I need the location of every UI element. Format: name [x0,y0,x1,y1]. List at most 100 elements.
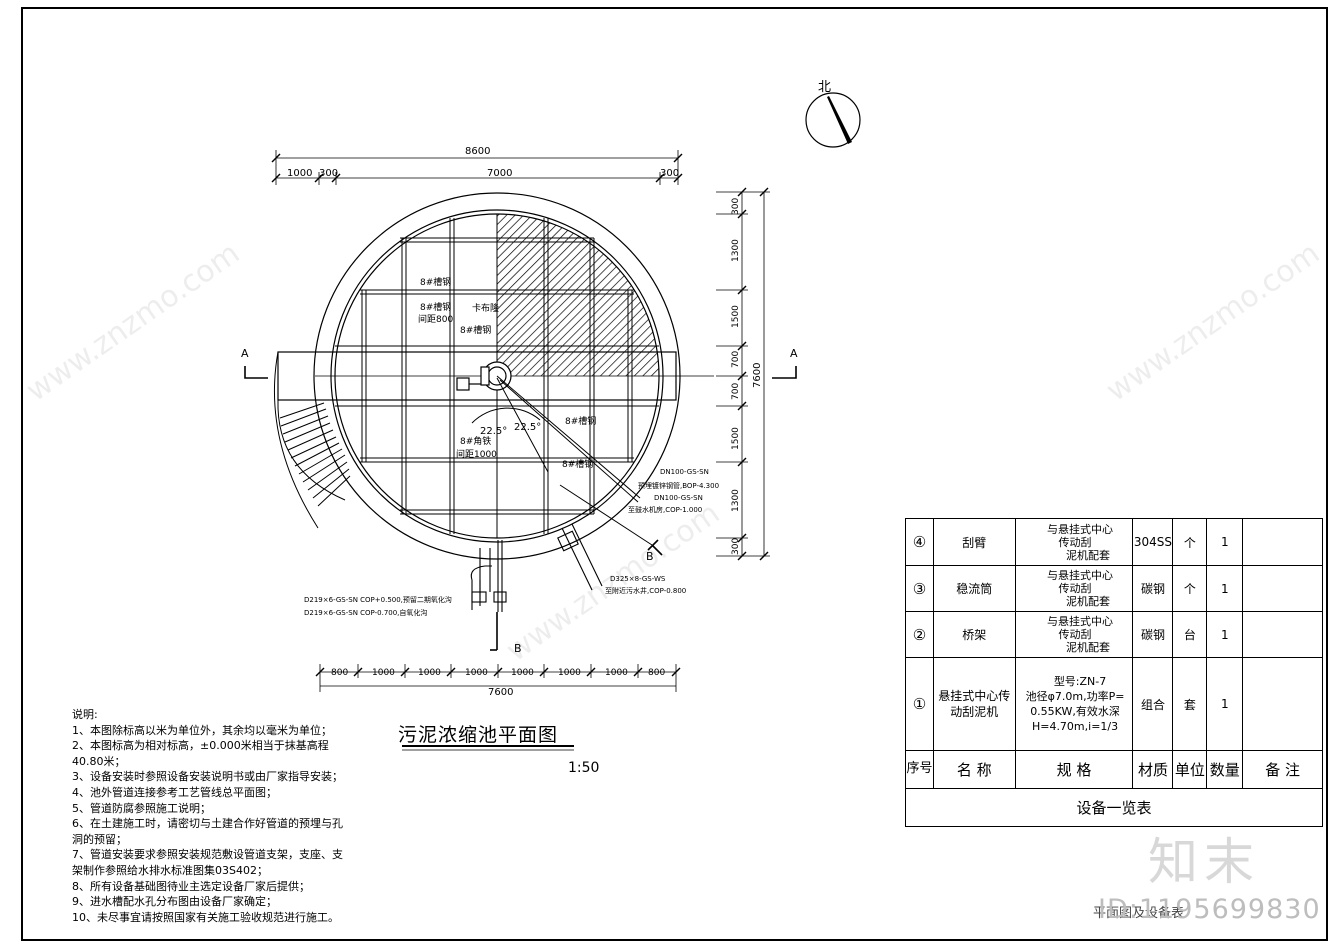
table-row: ② 桥架 与悬挂式中心 传动刮 泥机配套 碳钢 台 1 [905,611,1323,659]
dim-top-7000: 7000 [487,168,512,179]
hatched-cover-quadrant [497,214,659,376]
sheet-border [21,7,1328,941]
note-line: 40.80米； [72,754,126,768]
access-stair [273,351,351,529]
north-arrow [805,92,861,148]
row-no: ① [905,657,934,751]
row-unit: 个 [1172,565,1208,613]
row-qty: 1 [1206,517,1244,567]
section-b-bottom: B [514,642,522,655]
row-material: 组合 [1132,657,1174,751]
dim-right-6: 1500 [731,427,741,450]
note-line: 1、本图除标高以米为单位外，其余均以毫米为单位； [72,723,332,737]
row-name: 悬挂式中心传动刮泥机 [932,657,1016,751]
label-channel-2: 8#槽钢 [420,301,451,313]
label-angle-steel: 8#角铁 [460,435,491,447]
label-angle-1: 22.5° [480,426,507,437]
row-name: 稳流筒 [932,565,1016,613]
spec-line: H=4.70m,i=1/3 [1031,720,1119,734]
drawing-title: 污泥浓缩池平面图 [398,724,559,746]
label-channel-1: 8#槽钢 [420,276,451,288]
note-line: 架制作参照给水排水标准图集03S402； [72,863,268,877]
row-spec: 与悬挂式中心 传动刮 泥机配套 [1014,611,1134,659]
header-spec: 规 格 [1014,749,1134,789]
row-no: ② [905,611,934,659]
dim-bottom-5: 1000 [511,668,534,678]
dim-right-7: 1300 [731,489,741,512]
row-qty: 1 [1206,611,1244,659]
label-pipe-5: D219×6-GS-SN COP-0.700,自氧化沟 [304,608,427,617]
table-row: ④ 刮臂 与悬挂式中心 传动刮 泥机配套 304SS 个 1 [905,517,1323,567]
spec-line: 与悬挂式中心 [1047,615,1114,629]
label-spacing-1000: 间距1000 [456,448,497,460]
dim-top-300-right: 300 [660,168,679,179]
outlet-pipes [470,523,603,612]
note-line: 3、设备安装时参照设备安装说明书或由厂家指导安装； [72,770,343,784]
design-notes: 说明: 1、本图除标高以米为单位外，其余均以毫米为单位； 2、本图标高为相对标高… [72,707,362,925]
label-cover-panel: 卡布隆 [472,302,499,314]
dim-bottom-3: 1000 [418,668,441,678]
spec-line: 传动刮 [1058,535,1092,549]
dim-right-8: 300 [731,538,741,555]
dim-right-1: 300 [731,198,741,215]
label-pipe-1: DN100-GS-SN [660,468,709,476]
spec-line: 池径φ7.0m,功率P= [1025,690,1125,704]
spec-line: 泥机配套 [1066,641,1111,655]
dim-bottom-1: 800 [331,668,348,678]
top-dimensions [271,150,683,185]
header-name: 名 称 [932,749,1016,789]
note-line: 5、管道防腐参照施工说明； [72,801,211,815]
spec-line: 传动刮 [1058,628,1092,642]
dim-right-3: 1500 [731,305,741,328]
section-a-right: A [790,347,798,360]
section-marks [244,366,797,651]
dim-top-300-left: 300 [319,168,338,179]
table-caption-row: 设备一览表 [905,787,1323,828]
row-spec: 与悬挂式中心 传动刮 泥机配套 [1014,565,1134,613]
spec-line: 与悬挂式中心 [1047,569,1114,583]
label-pipe-4: D219×6-GS-SN COP+0.500,预留二期氧化沟 [304,595,452,604]
row-qty: 1 [1206,565,1244,613]
header-unit: 单位 [1172,749,1208,789]
row-spec: 与悬挂式中心 传动刮 泥机配套 [1014,517,1134,567]
header-remark: 备 注 [1242,749,1323,789]
bottom-dimensions [315,664,681,692]
note-line: 9、进水槽配水孔分布图由设备厂家确定； [72,895,277,909]
title-underline [402,745,574,751]
spec-line: 与悬挂式中心 [1047,522,1114,536]
row-material: 304SS [1132,517,1174,567]
dim-bottom-4: 1000 [465,668,488,678]
label-pipe-2: DN100-GS-SN [654,494,703,502]
dim-top-1000: 1000 [287,168,312,179]
row-remark [1242,657,1323,751]
dim-bottom-7: 1000 [605,668,628,678]
spec-line: 0.55KW,有效水深 [1030,705,1120,719]
row-material: 碳钢 [1132,565,1174,613]
row-remark [1242,565,1323,613]
dim-right-2: 1300 [731,239,741,262]
sheet-label: 平面图及设备表 [1093,906,1185,921]
dim-bottom-8: 800 [648,668,665,678]
row-unit: 套 [1172,657,1208,751]
dim-overall-top: 8600 [465,146,490,157]
label-spacing-800: 间距800 [418,313,453,325]
dim-bottom-overall: 7600 [488,687,513,698]
row-name: 刮臂 [932,517,1016,567]
table-row: ③ 稳流筒 与悬挂式中心 传动刮 泥机配套 碳钢 个 1 [905,565,1323,613]
note-line: 10、未尽事宜请按照国家有关施工验收规范进行施工。 [72,910,339,924]
label-pipe-3: D325×8-GS-WS [610,575,666,583]
row-unit: 个 [1172,517,1208,567]
section-a-left: A [241,347,249,360]
right-dimensions [716,187,770,561]
label-channel-4: 8#槽钢 [565,415,596,427]
row-spec: 型号:ZN-7 池径φ7.0m,功率P= 0.55KW,有效水深 H=4.70m… [1014,657,1134,751]
row-unit: 台 [1172,611,1208,659]
spec-line: 泥机配套 [1066,548,1111,562]
table-caption: 设备一览表 [905,787,1323,828]
label-angle-2: 22.5° [514,422,541,433]
header-material: 材质 [1132,749,1174,789]
row-qty: 1 [1206,657,1244,751]
label-channel-5: 8#槽钢 [562,458,593,470]
note-line: 6、在土建施工时，请密切与土建合作好管道的预埋与孔 [72,817,343,831]
drawing-scale: 1:50 [568,760,600,776]
